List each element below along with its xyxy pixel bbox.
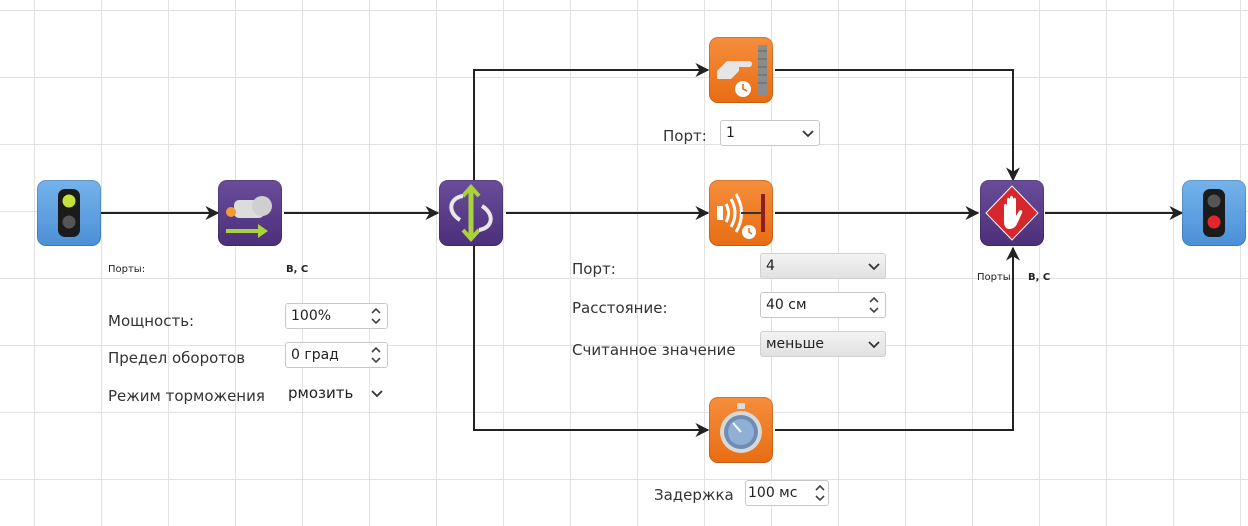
start-traffic-light-icon: [58, 189, 80, 237]
ultrasonic-port-value: 4: [766, 258, 775, 274]
ultrasonic-port-select[interactable]: 4: [760, 253, 886, 279]
spin-arrows-icon[interactable]: [813, 481, 827, 505]
parallel-fork-icon: [449, 183, 493, 243]
motor-rotation-spinbox[interactable]: 0 град: [285, 342, 388, 368]
timer-delay-label: Задержка: [654, 486, 734, 504]
touch-sensor-block[interactable]: [709, 37, 773, 103]
touch-port-label: Порт:: [663, 127, 707, 145]
end-block[interactable]: [1182, 180, 1246, 246]
stop-motors-block[interactable]: [980, 180, 1044, 246]
touch-sensor-icon: [717, 45, 767, 97]
chevron-down-icon[interactable]: [867, 332, 881, 356]
timer-block[interactable]: [709, 397, 773, 463]
wire-touch-to-stop: [775, 69, 1020, 182]
motor-ports-label: Порты:: [108, 264, 146, 275]
motor-power-value: 100%: [291, 308, 332, 324]
motor-brake-select[interactable]: рмозить: [285, 381, 388, 407]
ultrasonic-reading-value: меньше: [766, 336, 825, 352]
fork-block[interactable]: [439, 180, 503, 246]
stop-motors-icon: [985, 185, 1039, 241]
start-block[interactable]: [37, 180, 101, 246]
ultrasonic-sensor-icon: [717, 193, 765, 239]
spin-arrows-icon[interactable]: [867, 293, 881, 317]
ultrasonic-distance-value: 40 см: [766, 297, 807, 313]
ultrasonic-distance-label: Расстояние:: [572, 299, 668, 317]
touch-port-value: 1: [726, 125, 735, 141]
timer-delay-spinbox[interactable]: 100 мс: [745, 480, 829, 506]
spin-arrows-icon[interactable]: [369, 343, 383, 367]
spin-arrows-icon[interactable]: [369, 304, 383, 328]
touch-port-select[interactable]: 1: [720, 120, 820, 146]
wire-fork-to-touch: [473, 63, 710, 182]
end-traffic-light-icon: [1203, 189, 1225, 237]
stop-ports-label: Порты:: [977, 272, 1015, 283]
motor-power-label: Мощность:: [108, 312, 195, 330]
ultrasonic-reading-label: Считанное значение: [572, 341, 736, 359]
ultrasonic-distance-spinbox[interactable]: 40 см: [760, 292, 886, 318]
timer-delay-value: 100 мс: [748, 485, 798, 501]
motor-rotation-value: 0 град: [291, 347, 339, 363]
ultrasonic-reading-select[interactable]: меньше: [760, 331, 886, 357]
motor-power-spinbox[interactable]: 100%: [285, 303, 388, 329]
ultrasonic-sensor-block[interactable]: [709, 180, 773, 246]
stop-ports-value: B, C: [1028, 272, 1051, 283]
motor-brake-label: Режим торможения: [108, 387, 265, 405]
chevron-down-icon[interactable]: [370, 381, 384, 405]
motor-ports-value: B, C: [286, 264, 309, 275]
motor-brake-value: рмозить: [288, 384, 354, 402]
timer-icon: [720, 403, 762, 453]
motor-block[interactable]: [218, 180, 282, 246]
wire-timer-to-stop: [775, 246, 1020, 431]
wire-fork-to-timer: [473, 246, 710, 437]
motor-rotation-label: Предел оборотов: [108, 349, 246, 367]
chevron-down-icon[interactable]: [801, 121, 815, 145]
chevron-down-icon[interactable]: [867, 254, 881, 278]
motor-icon: [226, 196, 272, 238]
ultrasonic-port-label: Порт:: [572, 260, 616, 278]
